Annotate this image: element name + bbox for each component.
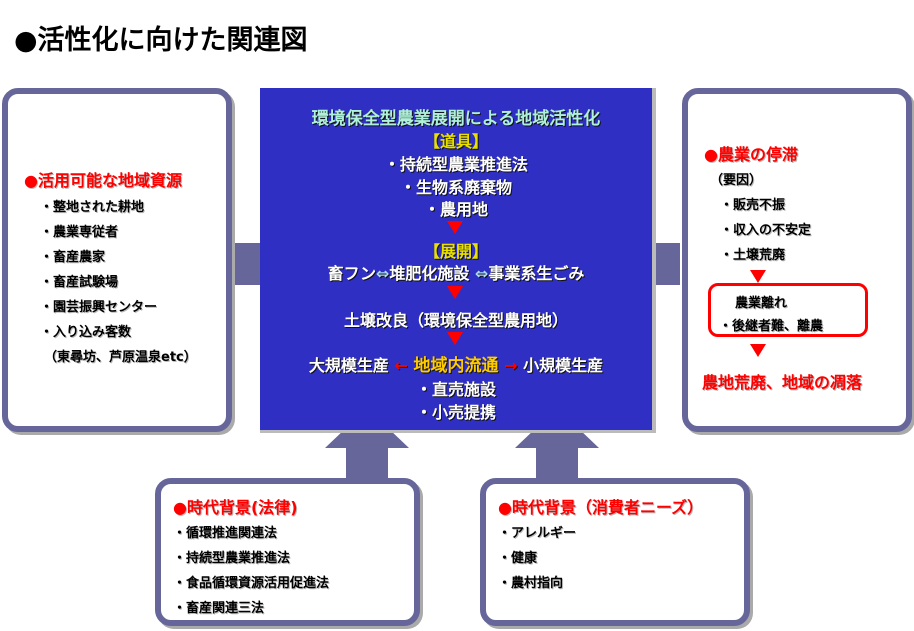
- local-distribution: 地域内流通: [413, 356, 499, 376]
- consumer-needs-heading: ●時代背景（消費者ニーズ）: [498, 498, 704, 517]
- cause-item: ・土壌荒廃: [720, 248, 786, 263]
- develop-c: 事業系生ごみ: [488, 264, 585, 283]
- large-scale-production: 大規模生産: [308, 356, 389, 375]
- tool-item: ・持続型農業推進法: [383, 155, 528, 174]
- develop-line: 畜フン⇔堆肥化施設 ⇔事業系生ごみ: [260, 260, 652, 284]
- needs-item: ・健康: [498, 551, 538, 566]
- needs-item: ・農村指向: [498, 576, 564, 591]
- cause-item: ・収入の不安定: [720, 223, 812, 238]
- cause-label: （要因）: [710, 173, 763, 188]
- down-triangle-icon: [447, 286, 463, 299]
- down-triangle-icon: [447, 221, 463, 234]
- down-triangle-icon: [750, 344, 766, 357]
- develop-a: 畜フン: [327, 264, 376, 283]
- list-item: ・整地された耕地: [40, 200, 145, 215]
- develop-b: 堆肥化施設: [389, 264, 475, 283]
- law-item: ・循環推進関連法: [173, 526, 278, 541]
- flow-line: 大規模生産 ← 地域内流通 → 小規模生産: [260, 351, 652, 376]
- cause-item: ・販売不振: [720, 198, 786, 213]
- law-heading: ●時代背景(法律): [173, 498, 298, 517]
- list-item: （東尋坊、芦原温泉etc）: [44, 350, 197, 365]
- list-item: ・園芸振興センター: [40, 300, 158, 315]
- agriculture-stagnation-box: ●農業の停滞 （要因） ・販売不振 ・収入の不安定 ・土壌荒廃 農業離れ ・後継…: [682, 88, 912, 432]
- outlet-item: ・直売施設: [415, 380, 496, 399]
- down-triangle-icon: [750, 270, 766, 283]
- farm-exit-title: 農業離れ: [735, 296, 788, 311]
- double-arrow-icon: ⇔: [375, 264, 390, 283]
- center-panel: 環境保全型農業展開による地域活性化 【道具】 ・持続型農業推進法 ・生物系廃棄物…: [260, 88, 656, 433]
- arrow-up-from-law: [325, 408, 409, 478]
- page-title: ●活性化に向けた関連図: [14, 25, 308, 56]
- law-background-box: ●時代背景(法律) ・循環推進関連法 ・持続型農業推進法 ・食品循環資源活用促進…: [155, 478, 420, 626]
- list-item: ・入り込み客数: [40, 325, 132, 340]
- local-resources-heading: ●活用可能な地域資源: [24, 171, 182, 190]
- stagnation-result: 農地荒廃、地域の凋落: [702, 373, 863, 392]
- tools-label: 【道具】: [423, 132, 488, 151]
- right-arrow-icon: →: [504, 356, 518, 375]
- soil-improvement: 土壌改良（環境保全型農用地）: [343, 311, 568, 330]
- law-item: ・食品循環資源活用促進法: [173, 576, 330, 591]
- local-resources-box: ●活用可能な地域資源 ・整地された耕地 ・農業専従者 ・畜産農家 ・畜産試験場 …: [2, 88, 232, 432]
- list-item: ・畜産試験場: [40, 275, 119, 290]
- farm-exit-box: 農業離れ ・後継者難、離農: [708, 283, 868, 337]
- list-item: ・畜産農家: [40, 250, 106, 265]
- list-item: ・農業専従者: [40, 225, 119, 240]
- down-triangle-icon: [447, 332, 463, 345]
- tool-item: ・農用地: [423, 200, 488, 219]
- left-arrow-icon: ←: [394, 356, 408, 375]
- develop-label: 【展開】: [423, 242, 488, 261]
- outlet-item: ・小売提携: [415, 403, 496, 422]
- consumer-needs-box: ●時代背景（消費者ニーズ） ・アレルギー ・健康 ・農村指向: [480, 478, 750, 626]
- double-arrow-icon: ⇔: [474, 264, 489, 283]
- center-heading: 環境保全型農業展開による地域活性化: [311, 109, 601, 129]
- needs-item: ・アレルギー: [498, 526, 577, 541]
- farm-exit-item: ・後継者難、離農: [719, 319, 824, 334]
- law-item: ・持続型農業推進法: [173, 551, 291, 566]
- arrow-up-from-needs: [515, 408, 599, 478]
- law-item: ・畜産関連三法: [173, 601, 265, 616]
- small-scale-production: 小規模生産: [523, 356, 604, 375]
- stagnation-heading: ●農業の停滞: [704, 145, 798, 164]
- tool-item: ・生物系廃棄物: [399, 178, 512, 197]
